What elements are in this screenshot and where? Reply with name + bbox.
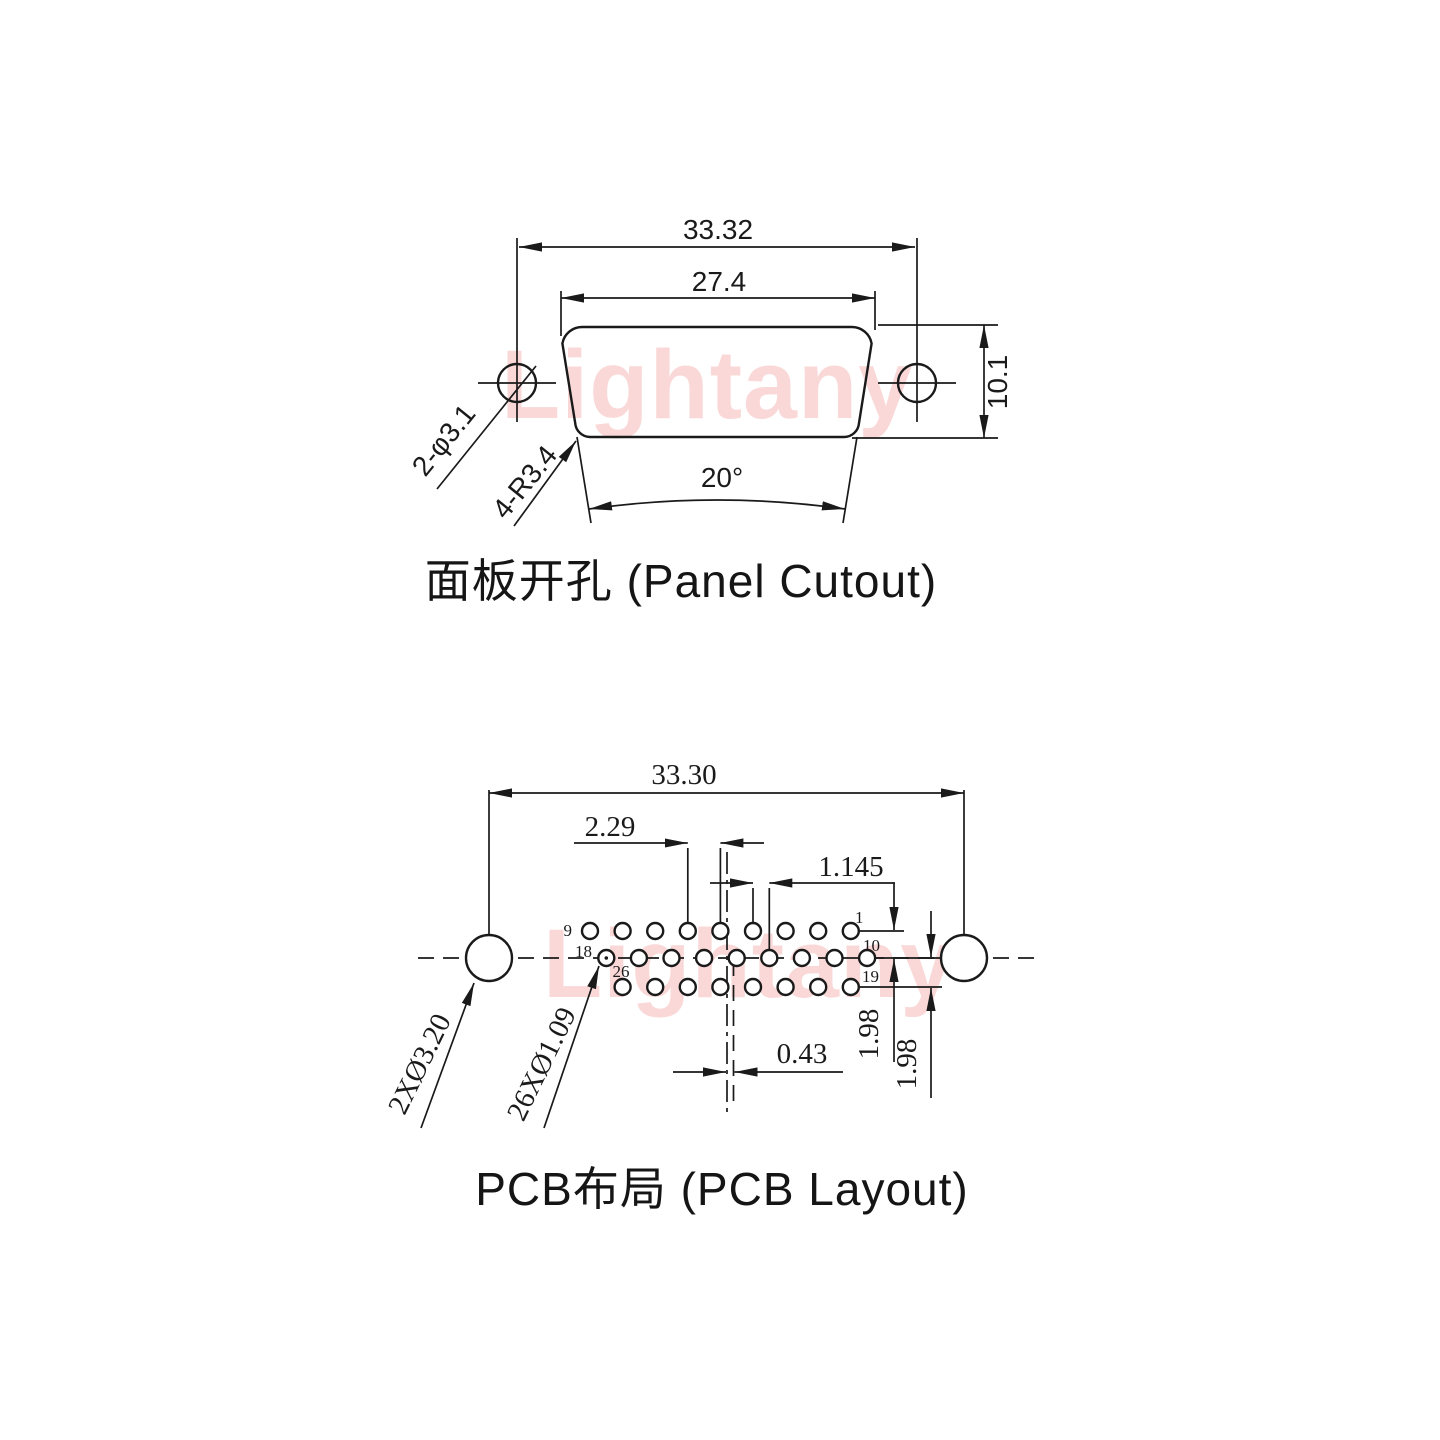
callout-pcb-mount-holes: 2XØ3.20	[382, 982, 475, 1129]
pin-label-19: 19	[862, 967, 879, 986]
pin-label-18: 18	[575, 942, 592, 961]
pin-hole	[646, 977, 665, 997]
pin-hole	[776, 977, 795, 997]
label-26x-1-09: 26XØ1.09	[501, 1002, 583, 1125]
pin-hole	[678, 921, 697, 941]
pin-hole	[678, 977, 697, 997]
cutout-outline	[561, 325, 873, 439]
dim-text-27-4: 27.4	[692, 266, 747, 297]
dim-text-20deg: 20°	[701, 462, 743, 493]
dim-text-1-145: 1.145	[818, 851, 883, 883]
pin-hole	[613, 921, 632, 941]
dim-text-2-29: 2.29	[585, 811, 636, 843]
dim-overall-width-panel: 33.32	[519, 214, 915, 252]
dim-center-offset: 0.43	[673, 1038, 843, 1077]
dim-text-1-98-lower: 1.98	[891, 1039, 923, 1090]
pcb-mount-hole-left	[464, 790, 514, 983]
panel-mount-hole-right	[878, 238, 956, 422]
dim-text-0-43: 0.43	[777, 1038, 828, 1070]
pin-hole	[857, 948, 877, 968]
pin-hole	[792, 948, 812, 968]
pin-hole	[613, 977, 632, 997]
dim-side-angle: 20°	[576, 436, 858, 524]
dim-pin-pitch: 2.29	[574, 811, 764, 922]
dim-overall-width-pcb: 33.30	[489, 759, 964, 798]
pin-hole	[841, 921, 860, 941]
pin-hole	[646, 921, 665, 941]
dim-text-33-30: 33.30	[651, 759, 716, 791]
pin-hole	[629, 948, 649, 968]
pin-label-26: 26	[613, 962, 630, 981]
pin-hole	[727, 948, 746, 968]
pin-hole	[711, 921, 730, 941]
label-2-phi3-1: 2-φ3.1	[406, 398, 482, 481]
pin-row-middle	[597, 948, 877, 968]
pin-label-9: 9	[564, 921, 573, 940]
pin-hole	[776, 921, 795, 941]
dim-cutout-height: 10.1	[852, 324, 1013, 439]
dim-row-spacing-upper: 1.98	[853, 883, 942, 1062]
dim-text-33-32: 33.32	[683, 214, 753, 245]
panel-cutout-drawing: Lightany 33.32 27.4	[406, 214, 1013, 607]
pin-row-bottom	[613, 977, 860, 997]
pin-hole	[743, 977, 763, 997]
pin-hole	[809, 921, 828, 941]
pcb-layout-title: PCB布局 (PCB Layout)	[475, 1163, 968, 1215]
label-2x-3-20: 2XØ3.20	[382, 1009, 458, 1119]
dim-row-spacing-lower: 1.98	[859, 911, 942, 1098]
pin-hole	[711, 977, 730, 997]
pin18-center-mark	[604, 956, 609, 960]
pin-hole	[580, 921, 600, 941]
pcb-layout-drawing: Lightany 33.30	[382, 759, 1038, 1215]
pin-hole	[694, 948, 714, 968]
pin-hole	[841, 977, 860, 997]
panel-mount-hole-left	[478, 238, 556, 422]
dim-cutout-width: 27.4	[560, 266, 876, 336]
dim-row-stagger: 1.145	[710, 851, 895, 950]
pin-hole	[825, 948, 844, 968]
dim-text-1-98-upper: 1.98	[853, 1009, 885, 1060]
pin-hole	[809, 977, 828, 997]
pin-hole	[760, 948, 779, 968]
pin-label-10: 10	[863, 936, 880, 955]
pin-row-top	[580, 921, 860, 941]
pin-hole	[662, 948, 681, 968]
dim-text-10-1: 10.1	[982, 355, 1013, 410]
pin-hole	[743, 921, 763, 941]
pin-label-1: 1	[855, 908, 864, 927]
pcb-mount-hole-right	[939, 790, 989, 983]
callout-corner-radius: 4-R3.4	[486, 440, 577, 527]
panel-cutout-title: 面板开孔 (Panel Cutout)	[425, 555, 937, 607]
